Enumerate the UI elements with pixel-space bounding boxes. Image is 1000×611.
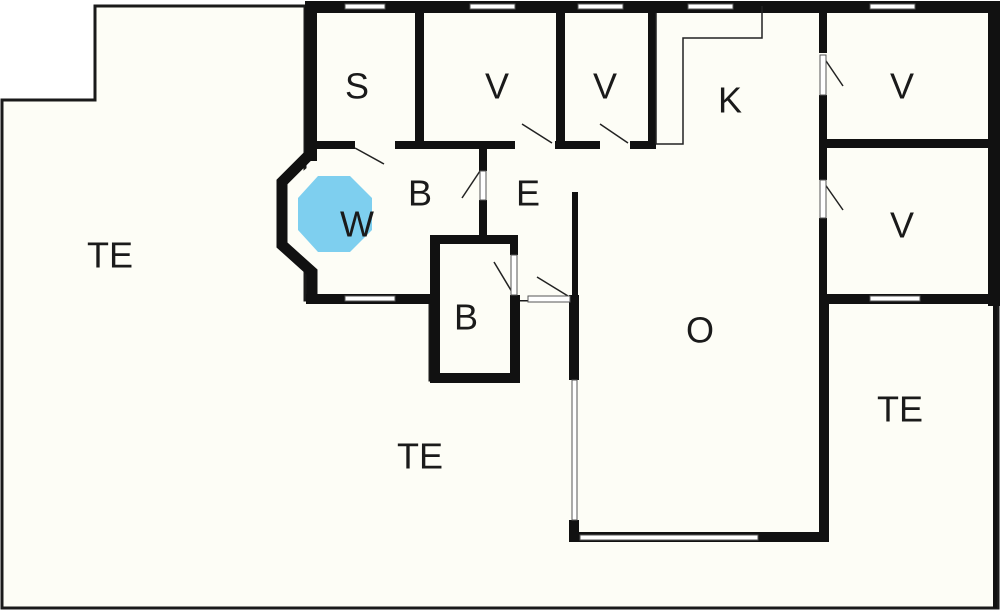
label-terrace-south: TE: [397, 436, 443, 477]
wall-living-left-low: [569, 520, 579, 542]
house-floor: [282, 6, 995, 540]
window-living-bottom: [579, 534, 759, 541]
room-labels: TE TE TE S V V K V V B E W B O: [87, 66, 923, 477]
label-bathroom-2: B: [454, 297, 478, 338]
door-bath1: [461, 170, 481, 199]
wall-bath1-right-lower: [479, 200, 487, 244]
wall-bath1-right-upper: [479, 141, 487, 171]
wall-bed4-left-lower: [819, 218, 827, 303]
door-sauna: [354, 147, 385, 165]
door-bath1-frame: [479, 170, 487, 201]
wall-corridor-1: [305, 141, 355, 149]
wall-bed1-right: [556, 1, 565, 149]
wall-entrance-divider: [572, 192, 578, 300]
label-living-room: O: [686, 310, 714, 351]
label-sauna: S: [345, 66, 369, 107]
door-bath2-frame: [510, 254, 518, 296]
wall-bed3-left-upper: [819, 1, 827, 53]
wall-corridor-2: [395, 141, 515, 149]
wall-bed3-bottom: [819, 139, 1000, 148]
label-kitchen: K: [718, 80, 742, 121]
wall-bed2-right: [648, 1, 656, 149]
window-sauna: [344, 3, 386, 10]
doors: [354, 6, 844, 303]
label-bedroom-1: V: [485, 66, 509, 107]
wall-bath2-right-top: [510, 235, 518, 255]
door-entrance: [536, 276, 569, 297]
door-bed4-frame: [819, 179, 827, 219]
wall-terrace-edge: [993, 300, 997, 608]
window-bed1: [469, 3, 516, 10]
wall-living-left: [569, 295, 579, 380]
wall-bath2-bottom: [430, 373, 520, 383]
wall-right: [988, 1, 1000, 306]
wall-bath2-right: [510, 295, 520, 383]
wall-bath2-left: [430, 235, 440, 383]
window-bed2: [577, 3, 624, 10]
kitchen-counter-line: [656, 6, 763, 145]
wall-living-right: [819, 295, 829, 542]
label-bedroom-3: V: [890, 66, 914, 107]
wall-left-upper: [305, 1, 317, 161]
wall-corridor-4: [630, 141, 656, 149]
window-kitchen: [687, 3, 734, 10]
whirlpool-tub: [298, 176, 372, 252]
windows: [344, 3, 921, 541]
wall-bath2-top: [430, 235, 518, 244]
label-terrace-west: TE: [87, 235, 133, 276]
label-bathroom-1: B: [408, 173, 432, 214]
label-whirlpool: W: [340, 204, 374, 245]
wall-bed3-left-mid: [819, 95, 827, 180]
label-bedroom-2: V: [593, 66, 617, 107]
door-bed3-frame: [819, 54, 827, 96]
door-entrance-frame: [527, 295, 571, 303]
door-bath2: [493, 261, 513, 293]
label-bedroom-4: V: [890, 205, 914, 246]
door-bed2: [599, 123, 629, 144]
label-entrance: E: [516, 173, 540, 214]
window-bath1: [344, 295, 396, 302]
wall-sauna-right: [415, 1, 424, 149]
wall-corridor-3: [555, 141, 600, 149]
window-living-side: [571, 379, 578, 521]
window-bed3: [869, 3, 916, 10]
window-bed4: [869, 295, 921, 302]
label-terrace-east: TE: [877, 389, 923, 430]
door-bed1: [521, 123, 553, 144]
wall-bay: [276, 148, 318, 300]
